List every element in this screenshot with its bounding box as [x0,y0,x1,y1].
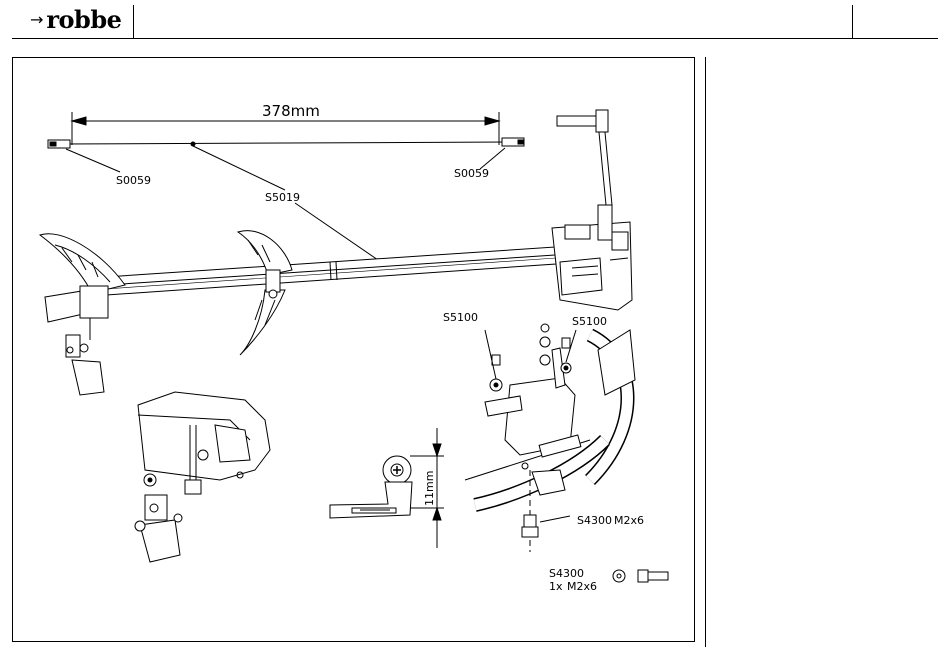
tail-rotor [45,286,108,395]
legend-qty: 1x [549,580,563,593]
mechanics-detail [135,392,270,562]
dimension-height-label: 11mm [423,471,436,506]
label-s4300-size: M2x6 [614,514,644,527]
legend-screw-icon [638,570,668,582]
legend-washer-icon [613,570,625,582]
label-s5019: S5019 [265,191,300,204]
legend-size: M2x6 [567,580,597,593]
push-rod-top [48,138,524,148]
label-s5100-left: S5100 [443,311,478,324]
horizontal-fin [238,231,292,355]
label-s0059-left: S0059 [116,174,151,187]
label-s0059-right: S0059 [454,167,489,180]
vertical-fin [40,234,125,293]
legend-code: S4300 [549,567,584,580]
tail-boom [90,247,556,296]
dimension-length-label: 378mm [262,102,320,120]
label-s4300: S4300 [577,514,612,527]
main-frame [552,110,632,310]
label-s5100-right: S5100 [572,315,607,328]
